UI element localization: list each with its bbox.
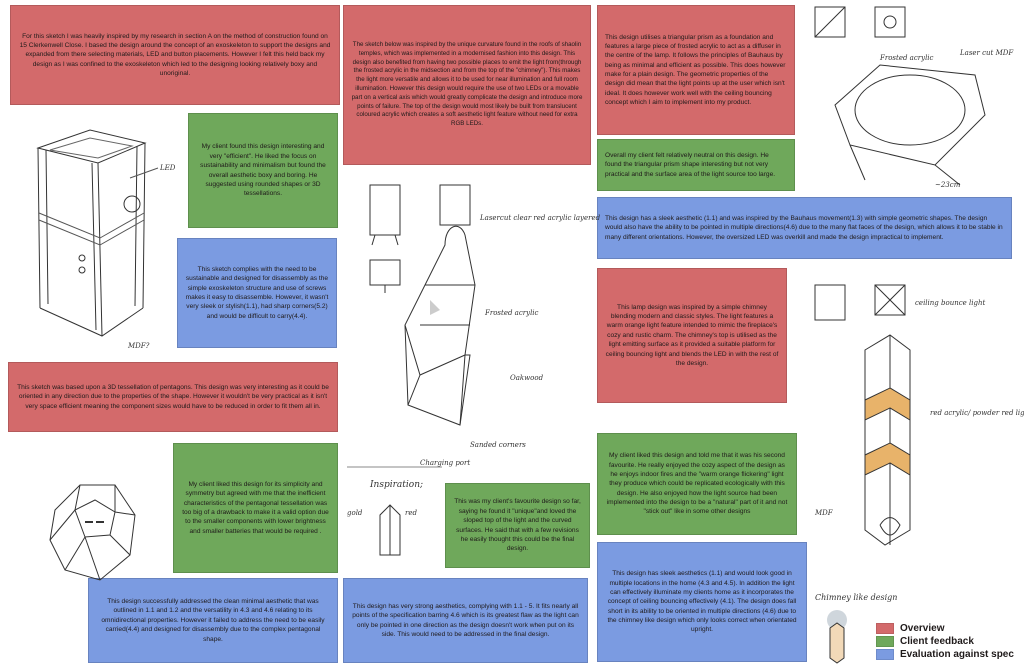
feedback-pentagon: My client liked this design for its simp…: [173, 443, 338, 573]
shaolin-lamp-sketch: Lasercut clear red acrylic layered Frost…: [360, 175, 601, 475]
annotation-mdf: MDF?: [127, 342, 150, 350]
legend-overview: Overview: [876, 622, 1014, 635]
feedback-shaolin: This was my client's favourite design so…: [445, 483, 590, 568]
annotation-mdf: Laser cut MDF: [959, 49, 1014, 57]
annotation-oak: Oakwood: [510, 374, 544, 382]
annotation-frosted: Frosted acrylic: [879, 54, 934, 62]
swatch-overview: [876, 623, 894, 634]
annotation-size: ~23cm: [935, 181, 961, 189]
swatch-evaluation: [876, 649, 894, 660]
annotation-top: ceiling bounce light: [915, 299, 985, 307]
inspiration-gold: gold: [347, 509, 363, 517]
legend-label: Overview: [900, 623, 945, 634]
swatch-client-feedback: [876, 636, 894, 647]
annotation-top: Lasercut clear red acrylic layered: [479, 214, 601, 222]
chimney-lamp-sketch: ceiling bounce light red acrylic/ powder…: [810, 280, 1024, 580]
legend-label: Client feedback: [900, 636, 974, 647]
overview-chimney: This lamp design was inspired by a simpl…: [597, 268, 787, 403]
exoskeleton-lamp-sketch: LED MDF?: [10, 108, 180, 358]
legend-client-feedback: Client feedback: [876, 635, 1014, 648]
overview-pentagon: This sketch was based upon a 3D tessella…: [8, 362, 338, 432]
overview-exoskeleton: For this sketch I was heavily inspired b…: [10, 5, 340, 105]
annotation-frosted: Frosted acrylic: [484, 309, 539, 317]
inspiration-sketch: Inspiration; gold red: [345, 465, 443, 573]
annotation-led: LED: [159, 164, 176, 172]
feedback-chimney: My client liked this design and told me …: [597, 433, 797, 535]
feedback-exoskeleton: My client found this design interesting …: [188, 113, 338, 228]
annotation-acrylic: red acrylic/ powder red light: [930, 409, 1024, 417]
eval-exoskeleton: This sketch complies with the need to be…: [177, 238, 337, 348]
feedback-prism: Overall my client felt relatively neutra…: [597, 139, 795, 191]
overview-shaolin: The sketch below was inspired by the uni…: [343, 5, 591, 165]
pentagon-lamp-sketch: [20, 440, 170, 615]
eval-pentagon: This design successfully addressed the c…: [88, 578, 338, 663]
inspiration-title: Inspiration;: [369, 480, 423, 490]
small-chimney-label: Chimney like design: [815, 593, 897, 602]
small-chimney-sketch: Chimney like design: [815, 588, 897, 666]
legend-label: Evaluation against spec: [900, 649, 1014, 660]
legend-evaluation: Evaluation against spec: [876, 648, 1014, 661]
prism-lamp-sketch: Frosted acrylic Laser cut MDF ~23cm: [810, 5, 1020, 195]
annotation-mdf: MDF: [814, 509, 834, 517]
legend: Overview Client feedback Evaluation agai…: [876, 622, 1014, 661]
eval-chimney: This design has sleek aesthetics (1.1) a…: [597, 542, 807, 662]
inspiration-red: red: [405, 509, 417, 517]
eval-shaolin: This design has very strong aesthetics, …: [343, 578, 588, 663]
overview-prism: This design utilises a triangular prism …: [597, 5, 795, 135]
eval-prism: This design has a sleek aesthetic (1.1) …: [597, 197, 1012, 259]
annotation-corners: Sanded corners: [470, 441, 526, 449]
annotation-port: Charging port: [420, 459, 470, 467]
